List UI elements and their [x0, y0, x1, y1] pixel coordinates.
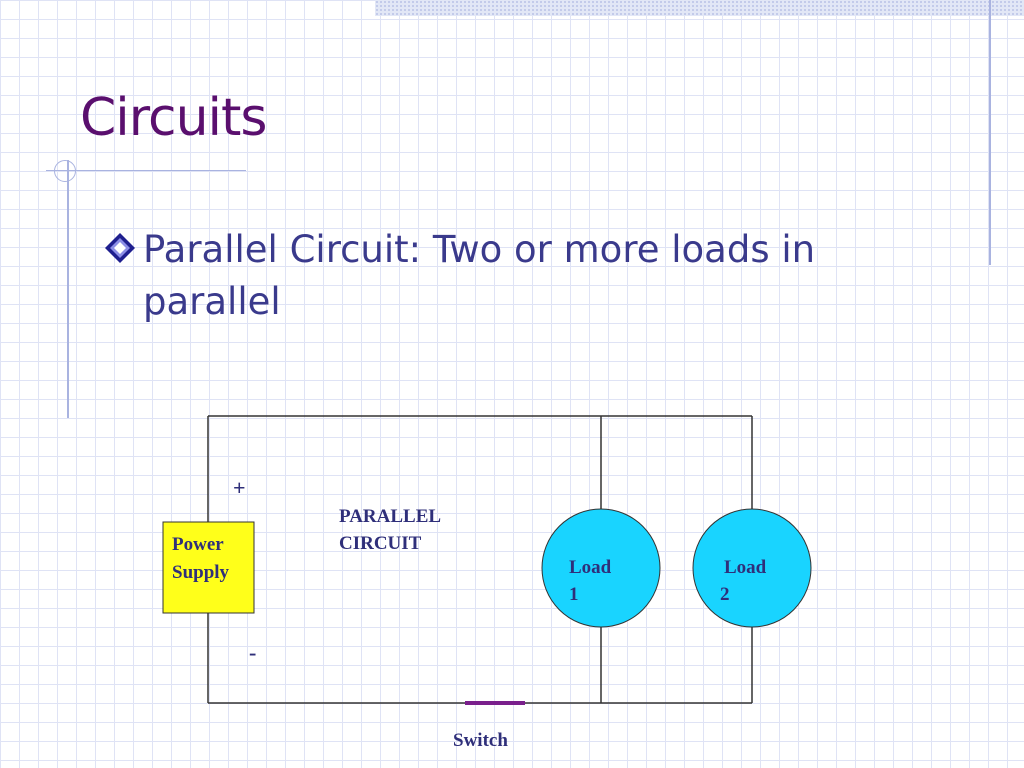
power-supply-label: Power Supply	[172, 534, 230, 583]
bullet-text: Parallel Circuit: Two or more loads in p…	[143, 228, 816, 323]
power-supply-box	[162, 521, 255, 614]
load-1-label: Load 1	[569, 557, 616, 605]
right-decorative-line	[989, 0, 991, 265]
decorative-ring	[54, 160, 76, 182]
load-2-circle	[692, 508, 812, 628]
circuit-wires	[207, 415, 753, 704]
switch-label: Switch	[453, 730, 508, 751]
load-1-circle	[541, 508, 661, 628]
left-decorative-line	[67, 160, 69, 418]
header-pattern-band	[375, 0, 1024, 16]
title-underline	[46, 170, 246, 171]
diamond-bullet-icon	[105, 233, 135, 263]
circuit-type-label: PARALLEL CIRCUIT	[339, 506, 445, 554]
plus-sign: +	[233, 475, 246, 500]
load-2-label: Load 2	[720, 557, 771, 605]
minus-sign: -	[249, 640, 256, 665]
slide-title: Circuits	[80, 88, 267, 148]
